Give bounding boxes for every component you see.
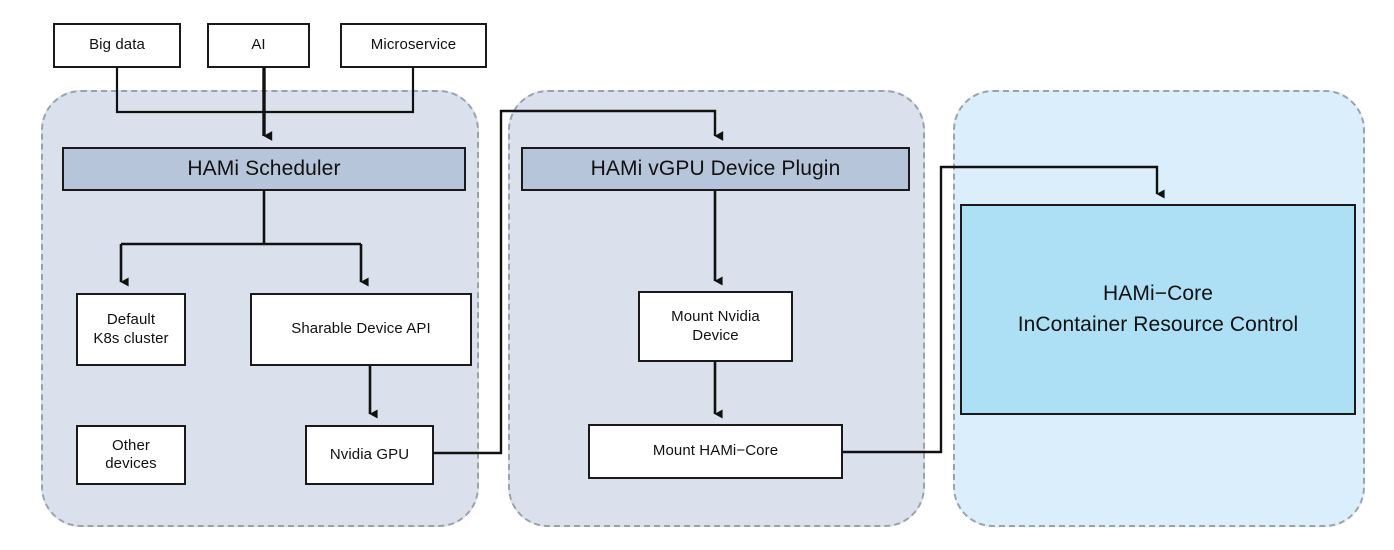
- node-sharable-device-api[interactable]: Sharable Device API: [250, 293, 472, 366]
- node-hami-vgpu-device-plugin[interactable]: HAMi vGPU Device Plugin: [521, 147, 910, 191]
- node-nvidia-gpu[interactable]: Nvidia GPU: [305, 425, 434, 485]
- node-hami-scheduler[interactable]: HAMi Scheduler: [62, 147, 466, 191]
- node-microservice[interactable]: Microservice: [340, 23, 487, 68]
- node-big-data[interactable]: Big data: [53, 23, 181, 68]
- node-mount-hami-core[interactable]: Mount HAMi−Core: [588, 424, 843, 479]
- node-mount-nvidia-device[interactable]: Mount Nvidia Device: [638, 291, 793, 362]
- node-other-devices[interactable]: Other devices: [76, 425, 186, 485]
- node-ai[interactable]: AI: [207, 23, 310, 68]
- node-default-k8s-cluster[interactable]: Default K8s cluster: [76, 293, 186, 366]
- node-hami-core-incontainer-resource-control[interactable]: HAMi−Core InContainer Resource Control: [960, 204, 1356, 415]
